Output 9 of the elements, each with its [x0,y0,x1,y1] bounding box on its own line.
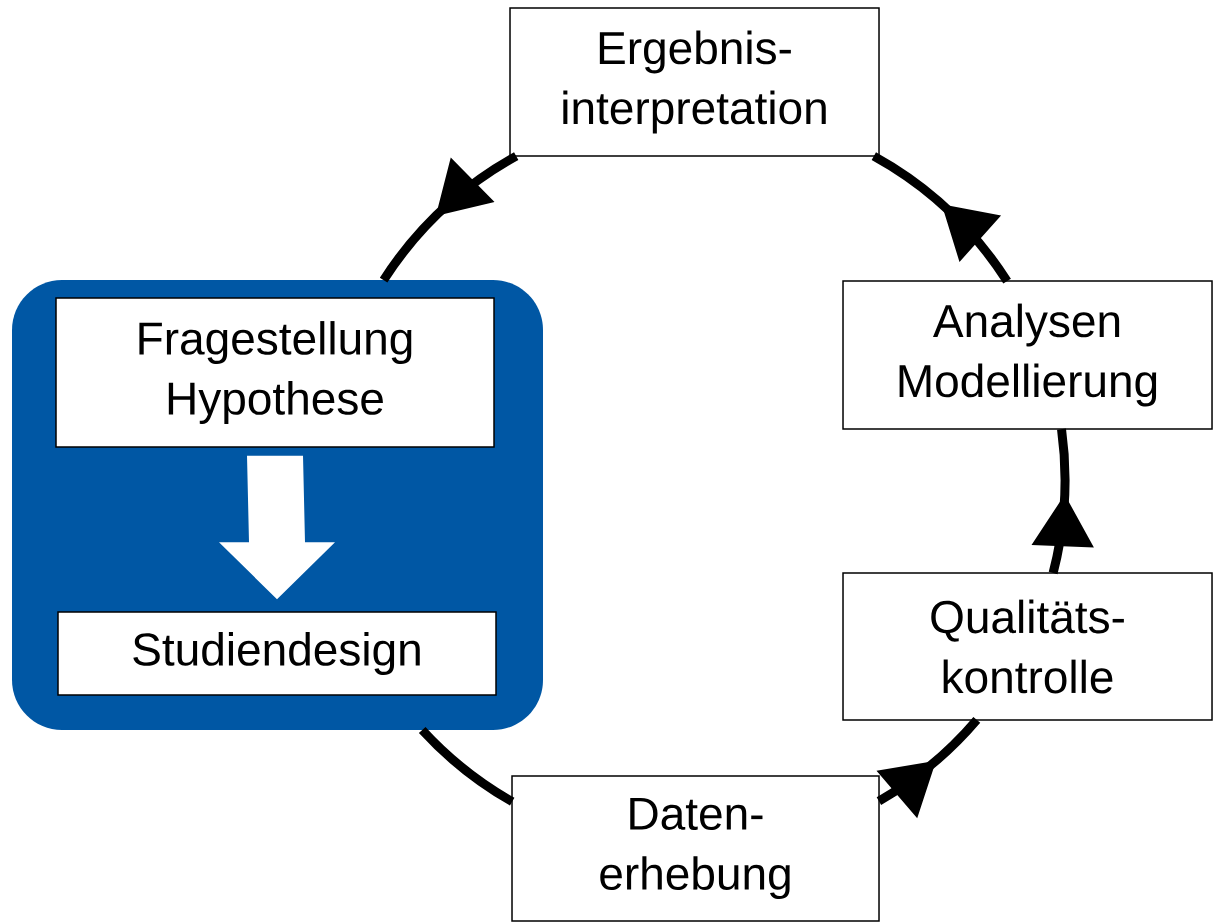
block-arrow [219,455,335,600]
process-box: Analysen Modellierung [842,280,1213,430]
process-box: Studiendesign [57,611,497,696]
arrow [871,152,1011,284]
process-box: Ergebnis- interpretation [509,7,880,157]
process-box: Daten- erhebung [511,775,880,922]
process-box: Fragestellung Hypothese [55,297,495,448]
process-box: Qualitäts- kontrolle [842,572,1213,721]
arrow [379,152,519,283]
